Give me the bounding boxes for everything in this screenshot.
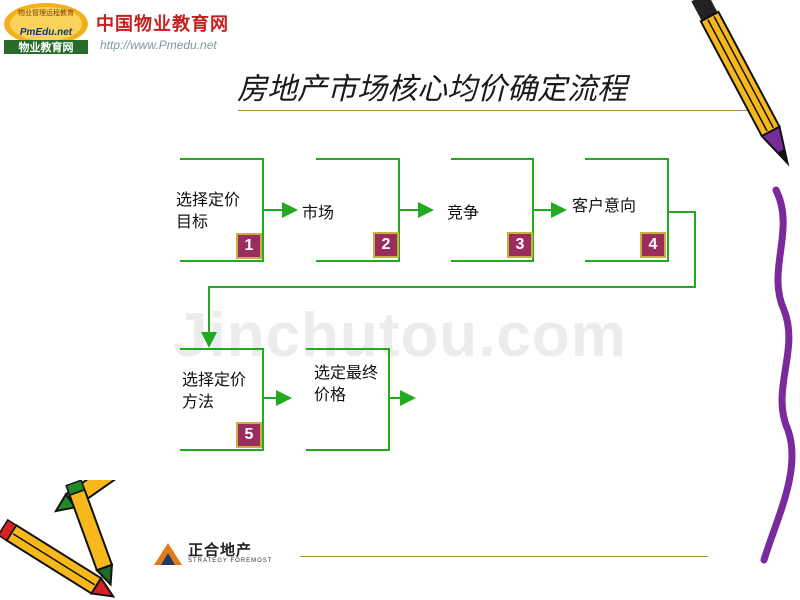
step-1-line1: 选择定价 bbox=[176, 190, 241, 209]
bottom-rule bbox=[300, 556, 708, 557]
step-1-badge: 1 bbox=[236, 233, 262, 259]
logo-badge: 物业管理远程教育 PmEdu.net 物业教育网 bbox=[4, 3, 88, 54]
pencils-bottom-left-icon bbox=[0, 480, 155, 598]
arrow-4-5 bbox=[201, 211, 696, 348]
step-6-line1: 选定最终 bbox=[314, 363, 379, 382]
step-4-badge: 4 bbox=[640, 232, 666, 258]
watermark: Jinchutou.com bbox=[173, 301, 627, 370]
step-2-badge: 2 bbox=[373, 232, 399, 258]
step-5-line1: 选择定价 bbox=[182, 370, 247, 389]
site-name: 中国物业教育网 bbox=[96, 14, 229, 35]
brand-logo-icon bbox=[154, 543, 182, 565]
bracket-6 bbox=[306, 348, 390, 451]
step-6-line2: 价格 bbox=[314, 385, 347, 404]
title-rule bbox=[238, 110, 766, 111]
step-5-label: 选择定价 方法 bbox=[182, 369, 246, 413]
bracket-5 bbox=[180, 348, 264, 451]
logo-text-mid: PmEdu.net bbox=[20, 27, 73, 38]
logo-text-top: 物业管理远程教育 bbox=[18, 8, 74, 17]
step-2-label: 市场 bbox=[302, 203, 335, 222]
step-5-badge: 5 bbox=[236, 422, 262, 448]
step-4-label: 客户意向 bbox=[572, 196, 637, 215]
step-1-label: 选择定价 目标 bbox=[176, 189, 240, 233]
pencil-top-right-icon bbox=[691, 0, 796, 564]
bracket-4 bbox=[585, 158, 669, 262]
page-title: 房地产市场核心均价确定流程 bbox=[237, 72, 627, 107]
step-6-label: 选定最终 价格 bbox=[314, 362, 378, 406]
site-url[interactable]: http://www.Pmedu.net bbox=[100, 38, 217, 52]
step-3-badge: 3 bbox=[507, 232, 533, 258]
brand-name: 正合地产 bbox=[188, 541, 253, 559]
brand-tagline: STRATEGY FOREMOST bbox=[188, 558, 273, 564]
logo-text-bottom: 物业教育网 bbox=[19, 40, 74, 54]
step-5-line2: 方法 bbox=[182, 392, 215, 411]
step-3-label: 竞争 bbox=[447, 203, 480, 222]
step-1-line2: 目标 bbox=[176, 212, 209, 231]
logo-bottom-band bbox=[4, 40, 88, 54]
